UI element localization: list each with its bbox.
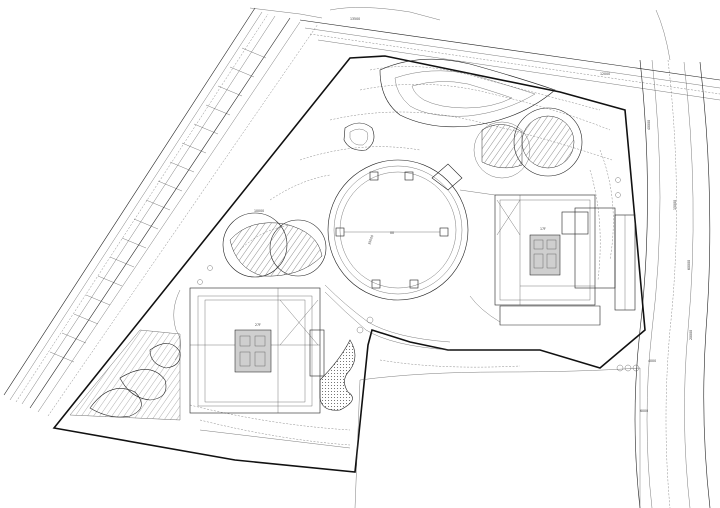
trees xyxy=(197,177,640,372)
west-road xyxy=(3,7,319,417)
dim-label: 13500 xyxy=(350,17,360,21)
south-water-feature xyxy=(319,339,356,411)
site-paths xyxy=(199,189,501,449)
dimension-labels: 40000 15000 60000 20000 12000 13500 3500… xyxy=(254,17,693,413)
dim-label: 35000 xyxy=(367,234,374,245)
southwest-landscape-garden xyxy=(69,289,181,421)
dim-label: 6000 xyxy=(640,409,648,413)
west-circular-canopy xyxy=(222,212,327,278)
tower-a: 27F xyxy=(189,287,325,414)
dim-label: 60000 xyxy=(687,260,691,270)
plaza-label: 00 xyxy=(390,231,394,235)
east-service-strip xyxy=(614,214,636,311)
north-road xyxy=(249,7,720,101)
east-road xyxy=(634,9,711,508)
tower-a-label: 27F xyxy=(255,323,261,327)
site-boundary xyxy=(52,55,646,473)
dim-label: 15000 xyxy=(673,200,677,210)
west-road-parking-strips xyxy=(49,47,267,363)
southeast-lot xyxy=(354,367,641,508)
dim-label: 10000 xyxy=(254,209,264,213)
tower-b: 17F xyxy=(494,194,616,306)
north-landscape-mound xyxy=(343,58,556,151)
dim-label: 12000 xyxy=(600,72,610,76)
tower-b-podium xyxy=(499,305,601,326)
tower-b-label: 17F xyxy=(540,227,546,231)
dim-label: 20000 xyxy=(689,330,693,340)
northeast-circular-canopy xyxy=(473,107,583,179)
dim-label: 40000 xyxy=(647,120,651,130)
dim-label: 4000 xyxy=(648,359,656,363)
central-circular-plaza: 00 xyxy=(327,159,469,301)
